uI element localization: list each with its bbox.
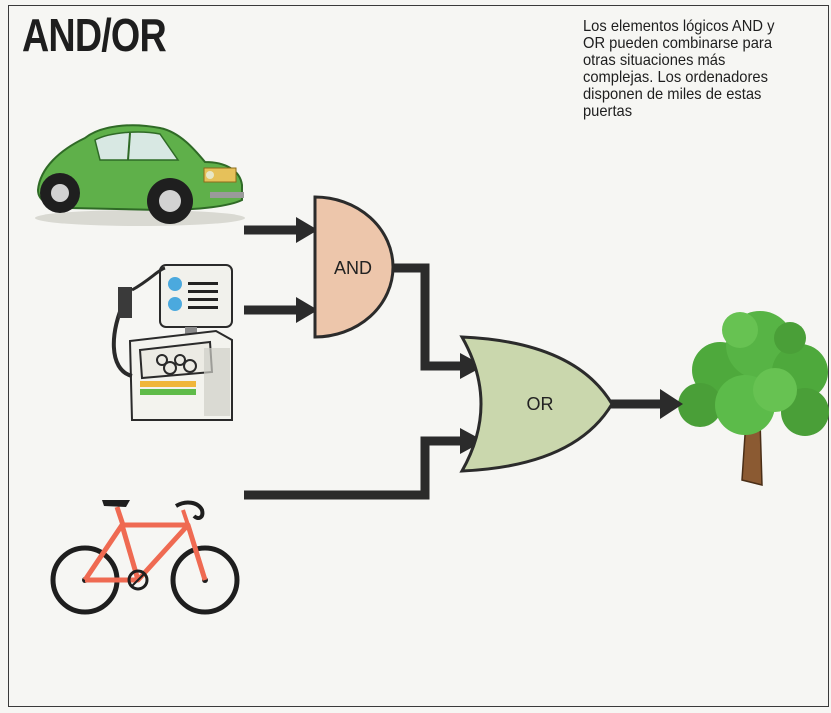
- page-frame: [8, 5, 829, 707]
- bicycle-icon: [50, 500, 240, 615]
- and-gate-label: AND: [334, 258, 372, 278]
- arrow-pump: [296, 297, 318, 323]
- arrow-car: [296, 217, 318, 243]
- arrow-and-to-or: [460, 353, 484, 379]
- caption-text: Los elementos lógicos AND y OR pueden co…: [583, 18, 775, 120]
- tree-icon: [678, 311, 829, 486]
- wire-bike-to-or: [244, 436, 465, 500]
- car-icon: [35, 124, 245, 226]
- arrowheads: [296, 217, 683, 454]
- wire-and-to-or: [390, 263, 465, 371]
- and-gate: AND: [313, 195, 395, 339]
- or-gate: OR: [459, 335, 614, 473]
- or-gate-label: OR: [527, 394, 554, 414]
- wires: [244, 225, 665, 500]
- arrow-bike-to-or: [460, 428, 484, 454]
- page-title: AND/OR: [22, 9, 167, 61]
- arrow-or-to-tree: [660, 389, 683, 419]
- fuel-pump-icon: [111, 264, 233, 421]
